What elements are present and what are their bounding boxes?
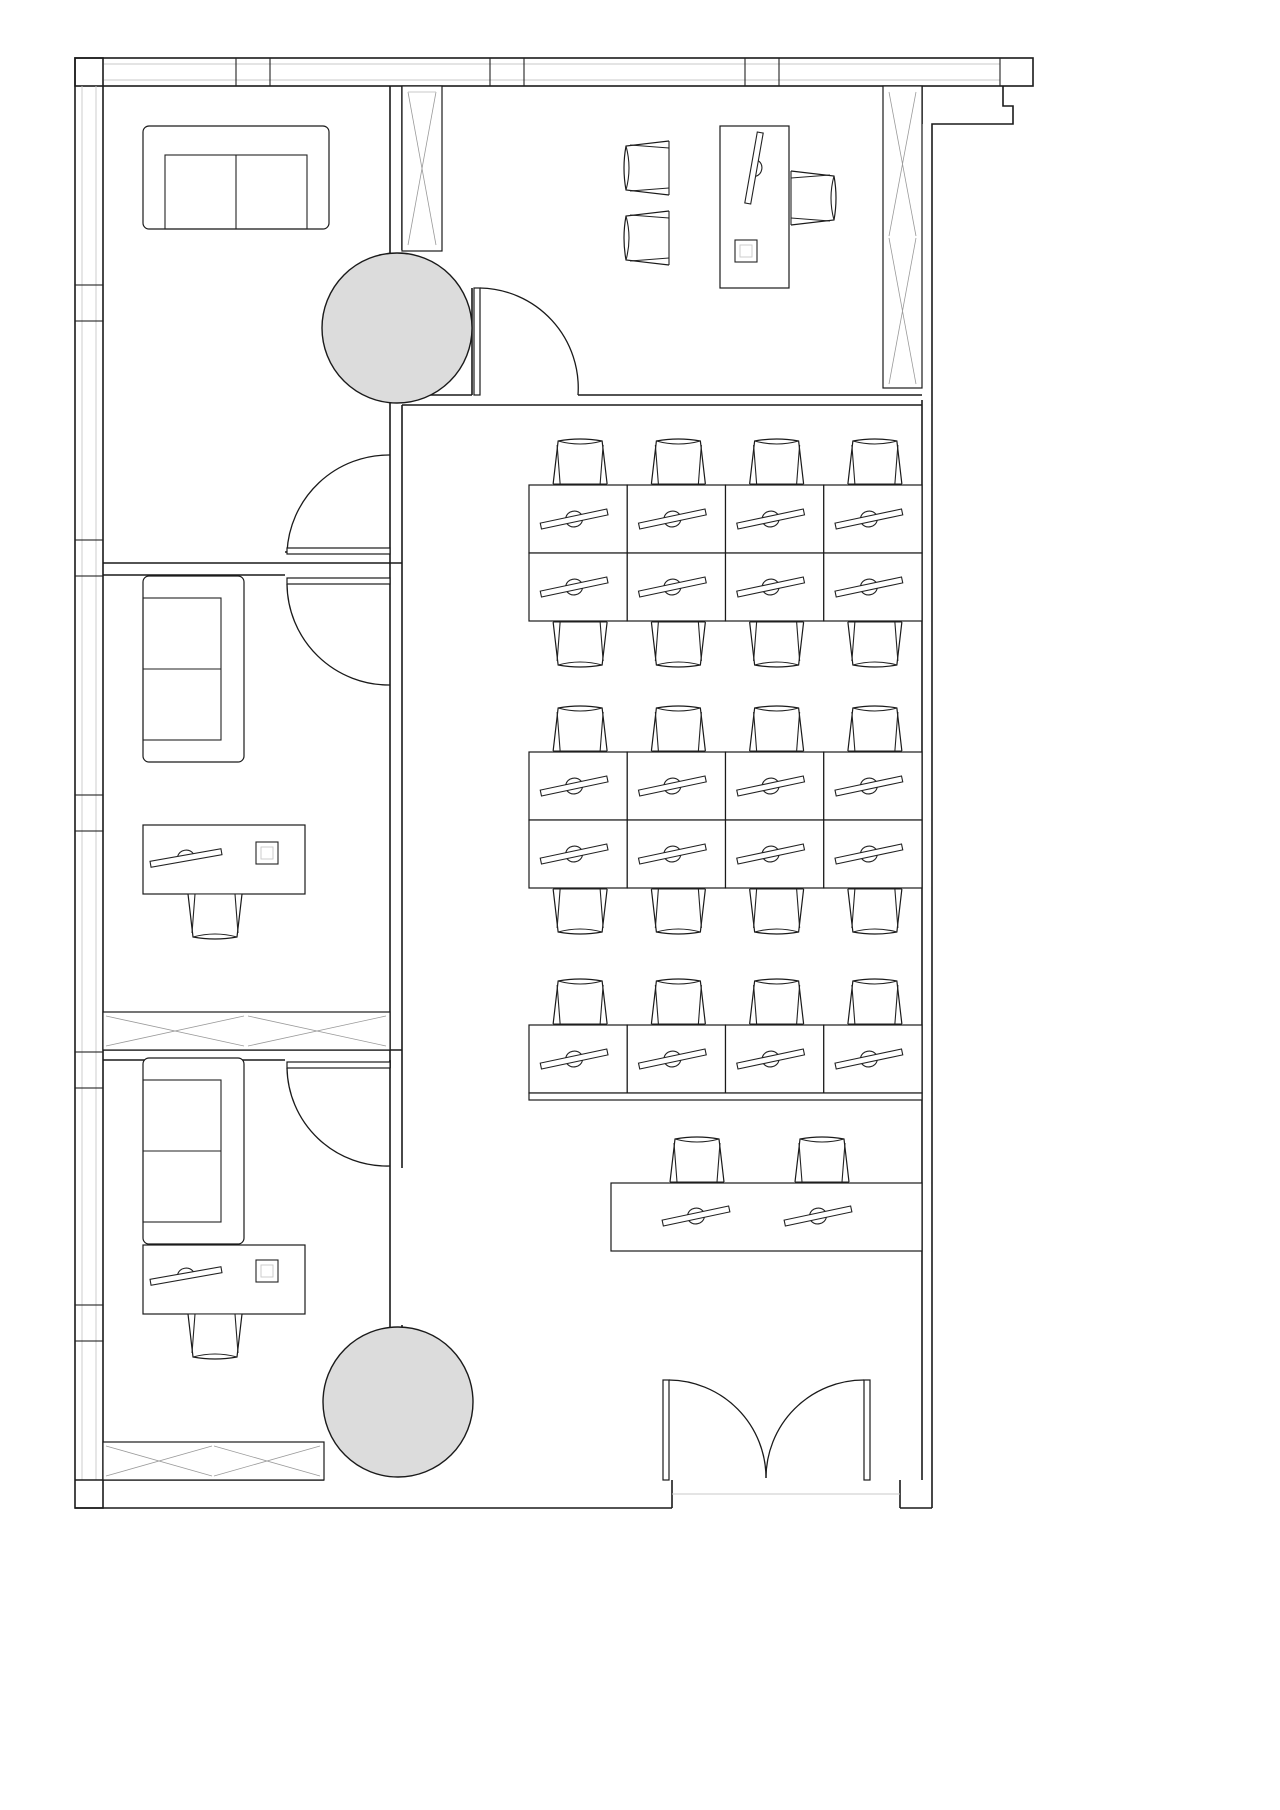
workstation-chair [847,978,903,1025]
workstation-chair [552,978,608,1025]
doors [286,287,871,1481]
workstation-desk [626,1024,727,1094]
cabinet-middle-left [102,1011,391,1051]
columns [321,252,474,1478]
door-office-top-right[interactable] [473,287,579,396]
workstation-desk [823,751,923,821]
workstation-chair [552,621,608,668]
workstation-desk [626,552,727,622]
workstation-desk [823,819,923,889]
workstation-chair [847,888,903,935]
cabinet-top-right-left [401,85,443,252]
desk-chair-bottom-left [187,1313,243,1360]
workstation-cluster [528,705,923,935]
sofa-middle-left [142,575,245,763]
workstation-desk [724,819,825,889]
monitor-icon [149,1266,223,1286]
workstation-chair [650,705,706,752]
workstation-chair [650,438,706,485]
workstation-desk [724,751,825,821]
sofa-bottom-left [142,1057,245,1245]
workstation-desk [528,819,628,889]
workstation-chair [552,888,608,935]
desk-lamp-icon [255,1259,279,1283]
workstation-desk [724,1024,825,1094]
guest-chair-2 [623,210,670,266]
workstation-desk [528,552,628,622]
desk-chair-middle-left [187,893,243,940]
cabinets [102,85,923,1481]
entrance-double-door[interactable] [662,1379,871,1481]
workstation-desk [528,484,628,554]
workstation-chair [552,438,608,485]
workstation-desk [528,751,628,821]
desk-lamp-icon [734,239,758,263]
column-top [321,252,473,404]
workstation-chair [749,621,805,668]
workstation-desk [626,484,727,554]
reception-chair-2 [794,1136,850,1183]
desk-top-right [719,125,790,289]
workstation-cluster [528,438,923,668]
sofa-top-left [142,125,330,230]
office-desks [142,125,790,1315]
column-bottom [322,1326,474,1478]
workstation-desk [626,751,727,821]
workstation-chair [650,621,706,668]
door-office-top-left[interactable] [286,454,391,555]
workstation-panel [528,1092,923,1101]
workstation-desk [626,819,727,889]
workstation-chair [749,705,805,752]
desk-middle-left [142,824,306,895]
desk-bottom-left [142,1244,306,1315]
workstation-cluster [528,978,923,1101]
workstation-desk [823,552,923,622]
sofas [142,125,330,1245]
monitor-icon [744,131,764,205]
workstation-desk [724,552,825,622]
workstation-desk [823,1024,923,1094]
workstation-chair [847,438,903,485]
desk-chair-top-right [790,170,837,226]
reception-chair-1 [669,1136,725,1183]
monitor-icon [149,848,223,868]
office-chairs [187,140,837,1360]
door-office-bottom-left[interactable] [286,1061,391,1167]
workstation-desk [724,484,825,554]
workstation-chair [650,978,706,1025]
workstation-chair [749,888,805,935]
door-office-middle-left[interactable] [286,577,391,686]
workstation-chair [749,978,805,1025]
workstation-chair [847,705,903,752]
guest-chair-1 [623,140,670,196]
workstation-chair [847,621,903,668]
workstation-chair [650,888,706,935]
workstations [528,438,923,1101]
workstation-chair [749,438,805,485]
workstation-chair [552,705,608,752]
reception-desk [610,1136,923,1252]
cabinet-bottom-left [102,1441,325,1481]
workstation-desk [528,1024,628,1094]
desk-lamp-icon [255,841,279,865]
workstation-desk [823,484,923,554]
floor-plan [74,57,1034,1509]
cabinet-top-right-right [882,85,923,389]
